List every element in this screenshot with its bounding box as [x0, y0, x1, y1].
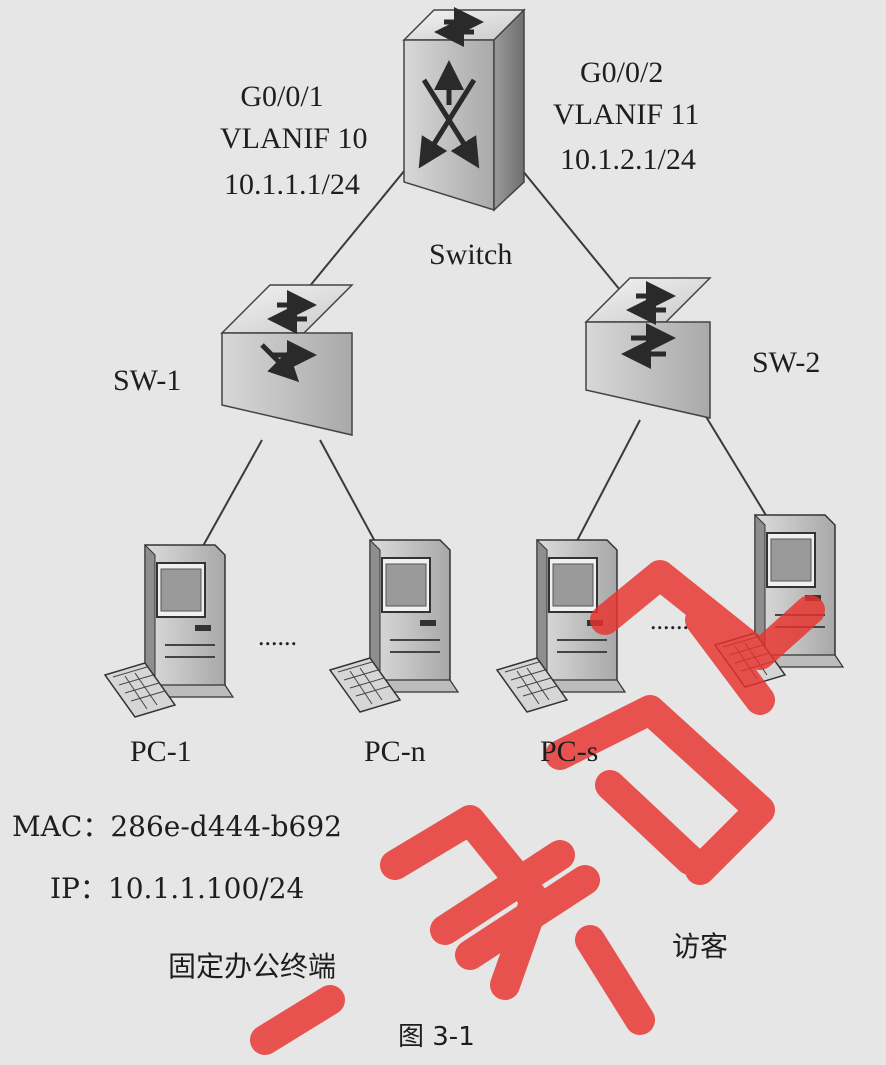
watermark-icon [250, 560, 825, 1055]
sw2-switch-icon [584, 277, 712, 419]
fixed-terminals-label: 固定办公终端 [168, 950, 337, 983]
core-switch-icon [402, 7, 526, 212]
pcs-name-label: PC-s [540, 735, 599, 768]
link-switch-sw1 [299, 169, 406, 299]
pc1-mac-label: MAC：286e-d444-b692 [12, 810, 342, 843]
sw1-switch-icon [220, 284, 354, 436]
figure-caption: 图 3-1 [398, 1022, 475, 1052]
ellipsis-left: ...... [258, 622, 297, 651]
ellipsis-right: ...... [650, 606, 689, 635]
sw1-name-label: SW-1 [113, 364, 182, 397]
right-ip-label: 10.1.2.1/24 [560, 143, 696, 176]
pc1-ip-label: IP：10.1.1.100/24 [50, 872, 305, 905]
links [197, 169, 776, 561]
left-ip-label: 10.1.1.1/24 [224, 168, 360, 201]
link-switch-sw2 [521, 169, 621, 291]
right-port-label: G0/0/2 [580, 56, 664, 89]
left-vlanif-label: VLANIF 10 [220, 122, 368, 155]
right-vlanif-label: VLANIF 11 [553, 98, 700, 131]
guest-label: 访客 [672, 930, 729, 963]
link-sw1-pc1 [197, 439, 263, 556]
pcn-name-label: PC-n [364, 735, 426, 768]
left-port-label: G0/0/1 [240, 80, 324, 113]
link-sw2-pcs [566, 419, 641, 561]
pc1-name-label: PC-1 [130, 735, 192, 768]
switch-name-label: Switch [429, 238, 513, 271]
sw2-name-label: SW-2 [752, 346, 821, 379]
link-sw2-pcv [704, 414, 776, 531]
